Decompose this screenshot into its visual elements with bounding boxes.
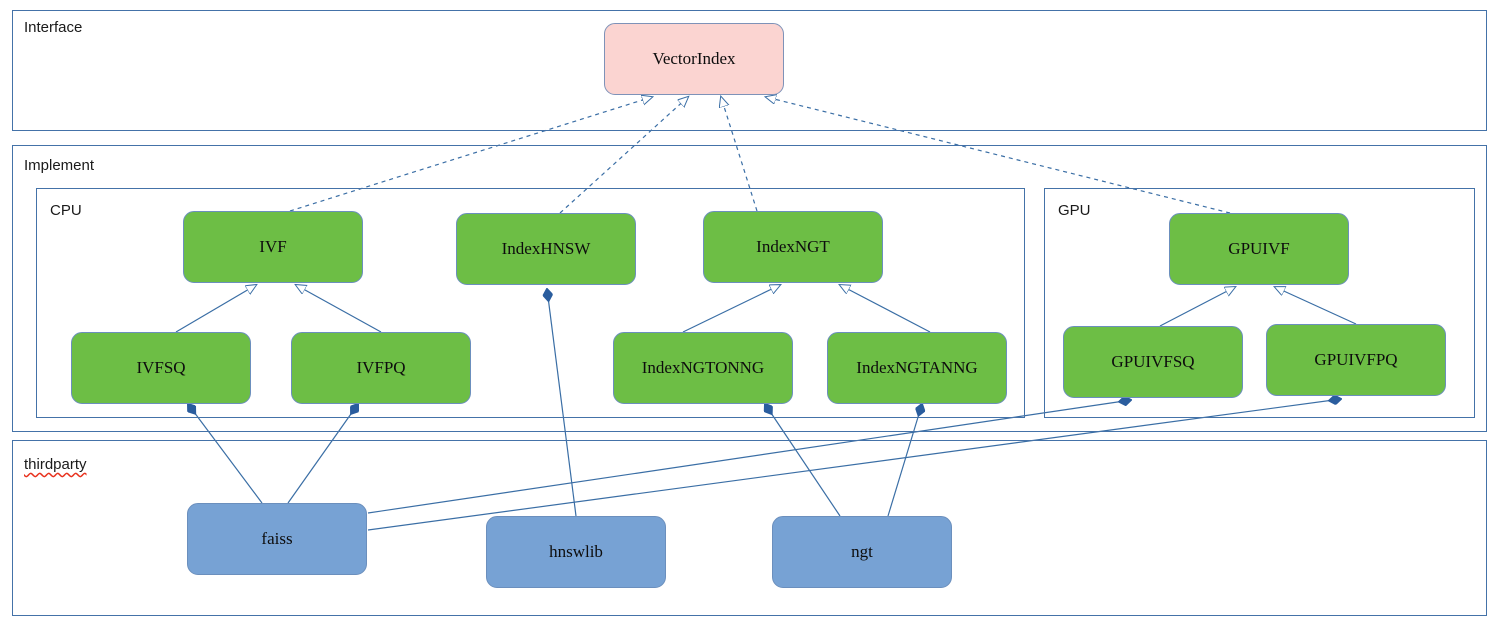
node-ivfsq[interactable]: IVFSQ bbox=[71, 332, 251, 404]
node-ivf[interactable]: IVF bbox=[183, 211, 363, 283]
node-indexhnsw[interactable]: IndexHNSW bbox=[456, 213, 636, 285]
node-ngt[interactable]: ngt bbox=[772, 516, 952, 588]
node-indexngtanng[interactable]: IndexNGTANNG bbox=[827, 332, 1007, 404]
node-gpuivf[interactable]: GPUIVF bbox=[1169, 213, 1349, 285]
node-ivfpq[interactable]: IVFPQ bbox=[291, 332, 471, 404]
node-indexngtonng[interactable]: IndexNGTONNG bbox=[613, 332, 793, 404]
container-label-interface: Interface bbox=[24, 19, 83, 36]
node-hnswlib[interactable]: hnswlib bbox=[486, 516, 666, 588]
container-gpu bbox=[1044, 188, 1475, 418]
container-cpu bbox=[36, 188, 1025, 418]
node-faiss[interactable]: faiss bbox=[187, 503, 367, 575]
container-label-gpu: GPU bbox=[1058, 202, 1091, 219]
node-gpuivfsq[interactable]: GPUIVFSQ bbox=[1063, 326, 1243, 398]
container-label-implement: Implement bbox=[24, 157, 95, 174]
container-label-thirdparty: thirdparty bbox=[24, 456, 87, 473]
node-gpuivfpq[interactable]: GPUIVFPQ bbox=[1266, 324, 1446, 396]
node-indexngt[interactable]: IndexNGT bbox=[703, 211, 883, 283]
container-thirdparty bbox=[12, 440, 1487, 616]
container-implement bbox=[12, 145, 1487, 432]
node-vectorindex[interactable]: VectorIndex bbox=[604, 23, 784, 95]
container-interface bbox=[12, 10, 1487, 131]
container-label-cpu: CPU bbox=[50, 202, 82, 219]
